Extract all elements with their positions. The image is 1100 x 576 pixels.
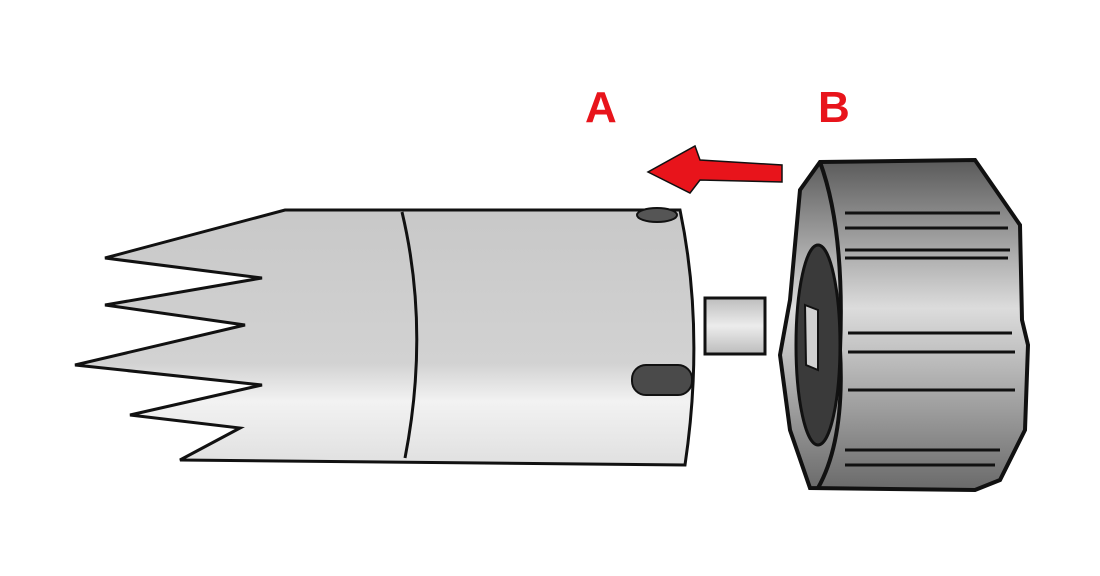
label-a: A — [585, 83, 617, 132]
arrow-left-icon — [646, 144, 783, 194]
shaft — [703, 296, 767, 356]
knob — [777, 157, 1031, 493]
cylinder-body — [74, 207, 696, 467]
label-b: B — [818, 83, 850, 132]
